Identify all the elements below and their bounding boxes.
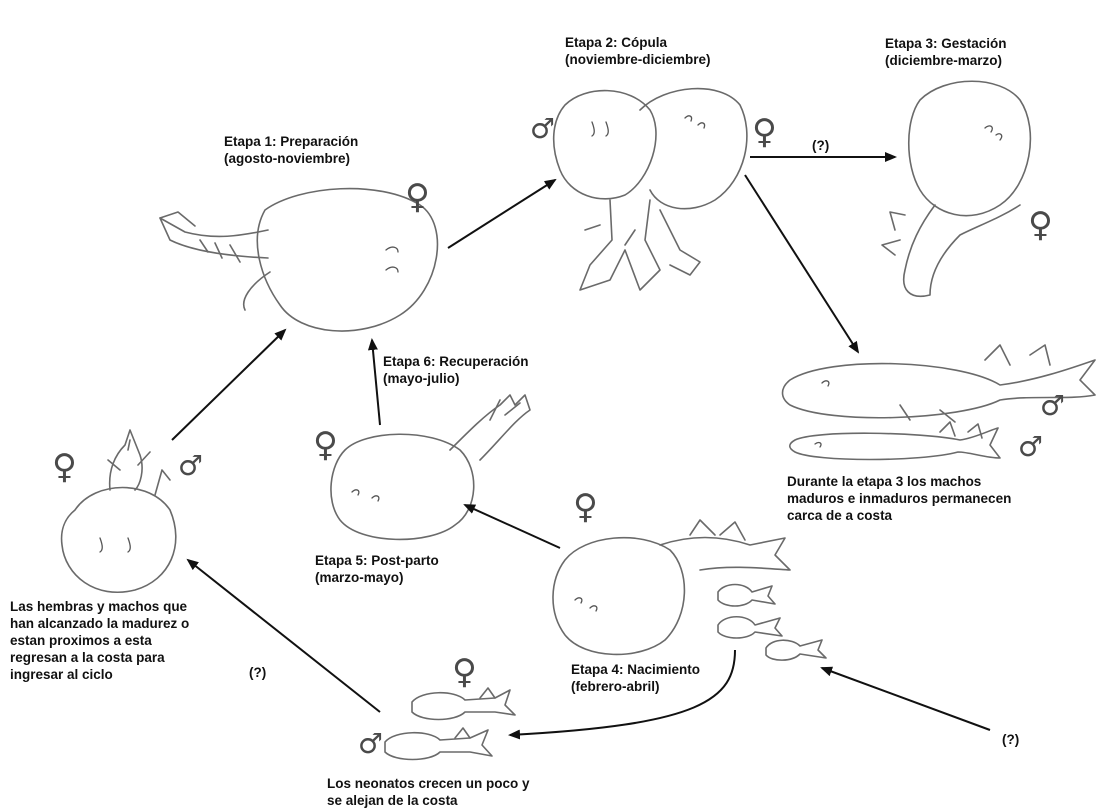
arrow-stage1-to-stage2: [448, 180, 555, 248]
arrow-adults-to-stage1: [172, 330, 285, 440]
neonate-female: [412, 688, 515, 720]
juvenile-male-ray: [790, 422, 1000, 460]
adults-note-line: ingresar al ciclo: [10, 666, 189, 683]
unknown-marker-neonates: (?): [249, 665, 266, 680]
males-note-line: Durante la etapa 3 los machos: [787, 473, 1011, 490]
neonates-note-line: se alejan de la costa: [327, 792, 530, 809]
stage5-label: Etapa 5: Post-parto (marzo-mayo): [315, 552, 439, 586]
stage5-title: Etapa 5: Post-parto: [315, 552, 439, 569]
neonates-note-line: Los neonatos crecen un poco y: [327, 775, 530, 792]
stage4-title: Etapa 4: Nacimiento: [571, 661, 700, 678]
stage2-mating-pair: [554, 89, 747, 290]
stage3-gestating-ray: [882, 81, 1030, 296]
adults-note-line: regresan a la costa para: [10, 649, 189, 666]
arrow-stage4-to-stage5: [465, 505, 560, 548]
arrow-unknown-to-stage4: [822, 668, 990, 730]
male-symbol-left: ♂: [178, 452, 203, 480]
female-symbol-left: ♀: [52, 450, 77, 484]
male-symbol-juvenile: ♂: [1018, 433, 1043, 461]
stage4-birthing-ray: [553, 520, 790, 654]
maturing-ray: [62, 430, 176, 592]
stage6-period: (mayo-julio): [383, 370, 529, 387]
neonate-male: [385, 728, 492, 760]
female-symbol-stage4: ♀: [573, 490, 598, 524]
stage2-period: (noviembre-diciembre): [565, 51, 711, 68]
stage1-title: Etapa 1: Preparación: [224, 133, 358, 150]
stage5-period: (marzo-mayo): [315, 569, 439, 586]
stage3-label: Etapa 3: Gestación (diciembre-marzo): [885, 35, 1007, 69]
arrow-stage2-to-males: [745, 175, 858, 352]
stage1-female-ray: [160, 189, 437, 331]
adults-note-line: han alcanzado la madurez o: [10, 615, 189, 632]
stage3-title: Etapa 3: Gestación: [885, 35, 1007, 52]
stage1-label: Etapa 1: Preparación (agosto-noviembre): [224, 133, 358, 167]
stage2-label: Etapa 2: Cópula (noviembre-diciembre): [565, 34, 711, 68]
female-symbol-stage1: ♀: [405, 180, 430, 214]
male-symbol-adult: ♂: [1040, 392, 1065, 420]
males-note: Durante la etapa 3 los machos maduros e …: [787, 473, 1011, 524]
stage1-period: (agosto-noviembre): [224, 150, 358, 167]
female-symbol-stage5: ♀: [313, 428, 338, 462]
stage5-postpartum-ray: [331, 395, 530, 539]
stage2-title: Etapa 2: Cópula: [565, 34, 711, 51]
adults-note-line: estan proximos a esta: [10, 632, 189, 649]
female-symbol-stage3: ♀: [1028, 208, 1053, 242]
stage6-title: Etapa 6: Recuperación: [383, 353, 529, 370]
unknown-marker-stage2-to-3: (?): [812, 138, 829, 153]
stage6-label: Etapa 6: Recuperación (mayo-julio): [383, 353, 529, 387]
stage4-label: Etapa 4: Nacimiento (febrero-abril): [571, 661, 700, 695]
stage3-period: (diciembre-marzo): [885, 52, 1007, 69]
newborn-pups: [718, 585, 826, 661]
female-symbol-neonate: ♀: [452, 655, 477, 689]
neonates-note: Los neonatos crecen un poco y se alejan …: [327, 775, 530, 809]
male-symbol-neonate: ♂: [358, 730, 383, 758]
unknown-marker-recruitment: (?): [1002, 732, 1019, 747]
males-note-line: maduros e inmaduros permanecen: [787, 490, 1011, 507]
adults-note: Las hembras y machos que han alcanzado l…: [10, 598, 189, 683]
stage4-period: (febrero-abril): [571, 678, 700, 695]
male-symbol-stage2: ♂: [530, 115, 555, 143]
males-note-line: carca de a costa: [787, 507, 1011, 524]
female-symbol-stage2: ♀: [752, 115, 777, 149]
arrow-stage5-to-stage6: [372, 340, 380, 425]
adults-note-line: Las hembras y machos que: [10, 598, 189, 615]
